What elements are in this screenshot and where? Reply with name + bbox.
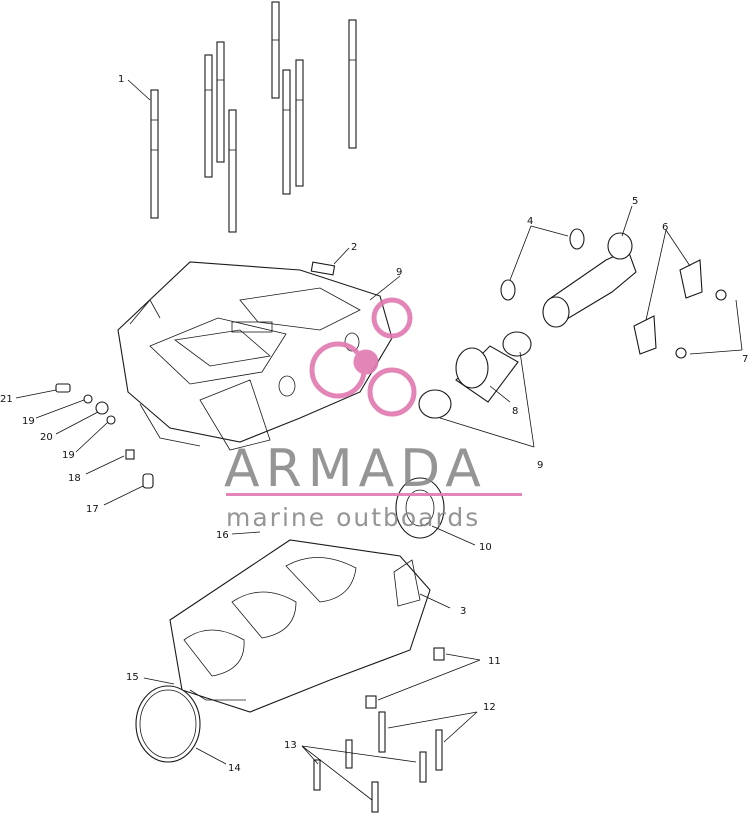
callout-9: 9	[537, 460, 543, 471]
brand-underline	[226, 493, 522, 496]
callout-14: 14	[228, 763, 241, 774]
studs-group	[150, 1, 357, 233]
callout-19-lower: 19	[62, 450, 75, 461]
callout-19-upper: 19	[22, 416, 35, 427]
callout-18: 18	[68, 473, 81, 484]
callout-2: 2	[351, 242, 357, 253]
callout-3: 3	[460, 606, 466, 617]
bolts-bottom	[313, 647, 445, 813]
callout-labels: 1 2 3 4 5 6 7 8 9 10 11 12 13 14 15 16 1…	[0, 74, 748, 774]
o-ring	[135, 685, 201, 763]
callout-5: 5	[632, 196, 638, 207]
upper-crankcase	[117, 261, 393, 451]
callout-1: 1	[118, 74, 124, 85]
callout-8: 8	[512, 406, 518, 417]
callout-10: 10	[479, 542, 492, 553]
callout-15: 15	[126, 672, 139, 683]
small-fasteners-left	[55, 383, 154, 489]
lower-crankcase	[169, 539, 431, 713]
hose-assembly	[418, 228, 637, 419]
callout-4: 4	[527, 216, 533, 227]
callout-17: 17	[86, 504, 99, 515]
callout-16: 16	[216, 530, 229, 541]
callout-20: 20	[40, 432, 53, 443]
leader-lines	[15, 79, 743, 801]
brackets-group	[633, 259, 727, 359]
brand-name: ARMADA	[224, 439, 487, 499]
callout-21: 21	[0, 394, 13, 405]
callout-7: 7	[742, 354, 748, 365]
callout-9-upper: 9	[396, 267, 402, 278]
callout-13: 13	[284, 740, 297, 751]
dowel-pin	[310, 261, 336, 276]
callout-11: 11	[488, 656, 501, 667]
brand-logo-icon	[309, 297, 417, 417]
brand-tagline: marine outboards	[226, 503, 480, 532]
callout-6: 6	[662, 222, 668, 233]
callout-12: 12	[483, 702, 496, 713]
brand-watermark: ARMADA marine outboards	[224, 297, 522, 532]
